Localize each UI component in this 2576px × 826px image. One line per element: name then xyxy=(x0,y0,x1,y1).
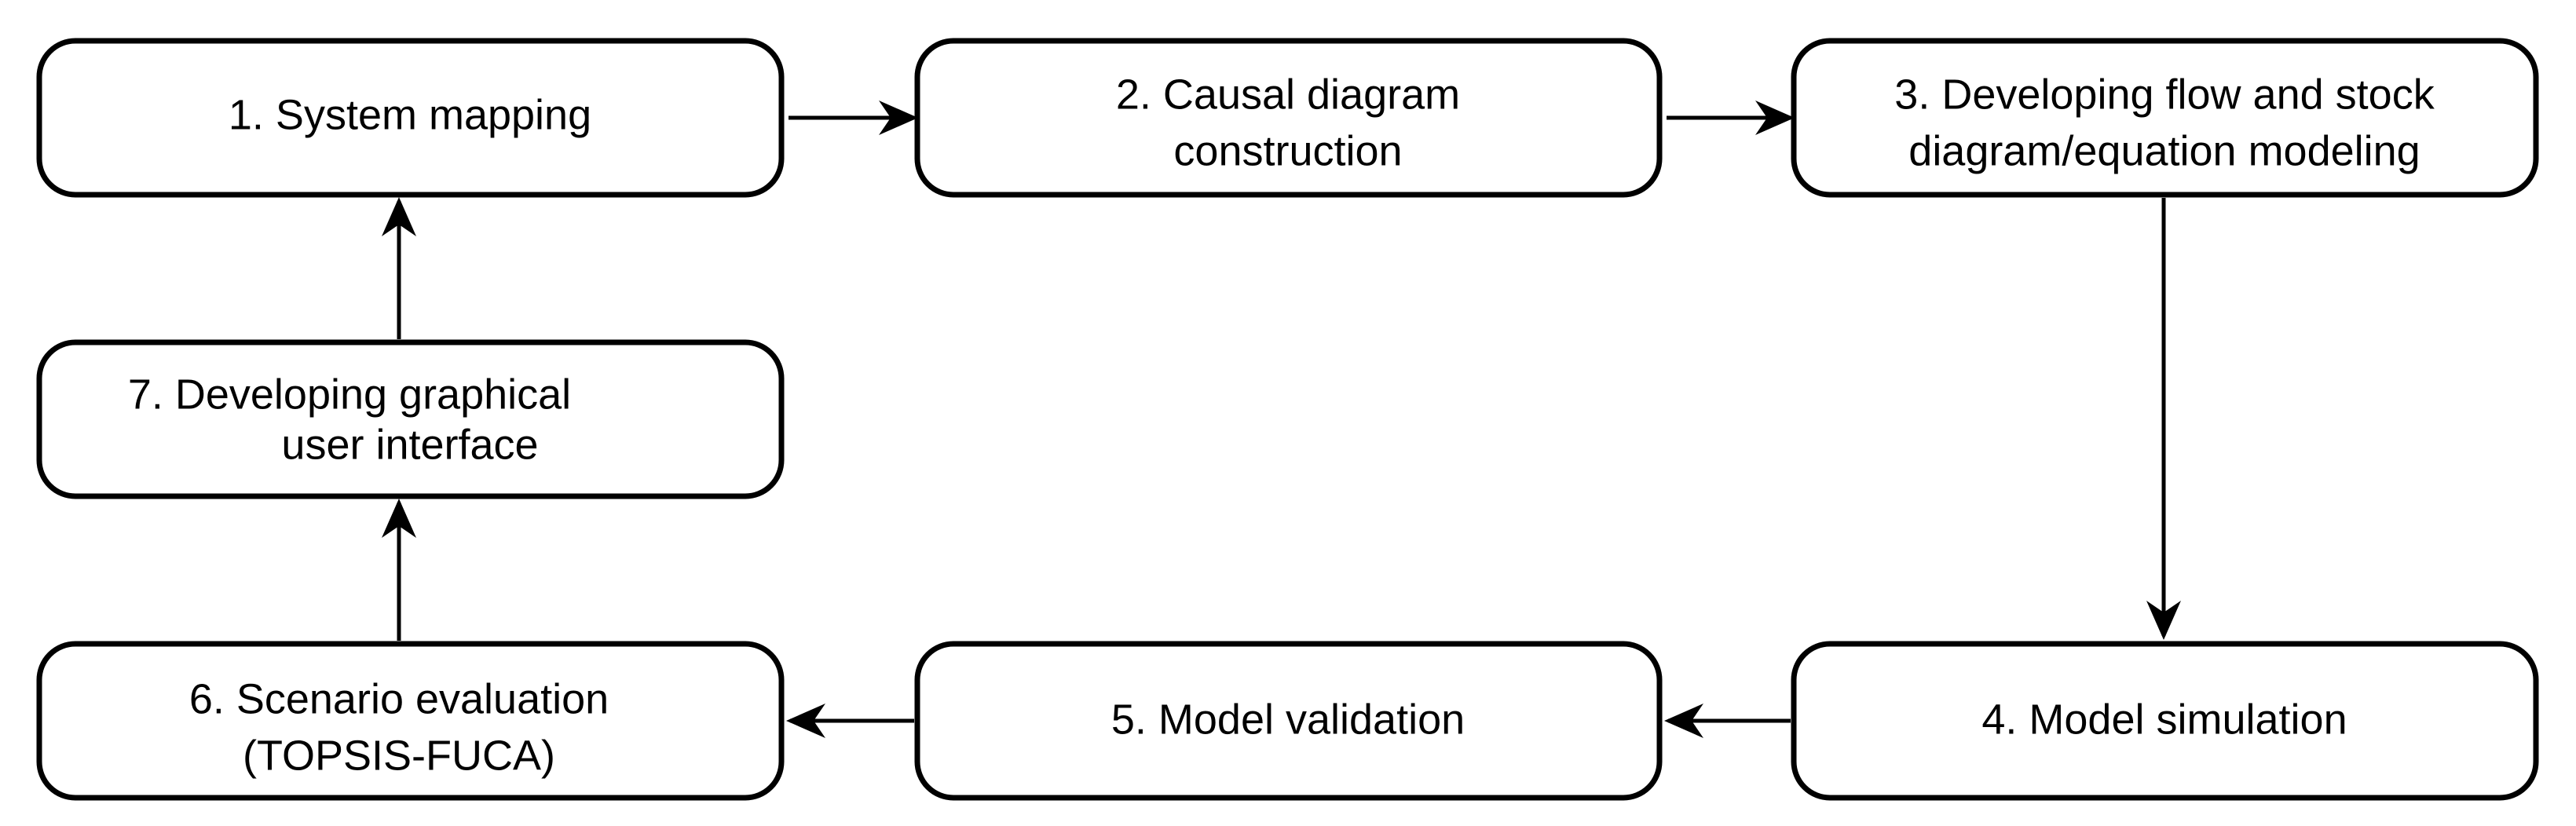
node-3-label-line-1: 3. Developing flow and stock xyxy=(1894,71,2435,118)
node-2-label-line-1: 2. Causal diagram xyxy=(1116,71,1460,118)
node-5-label: 5. Model validation xyxy=(1111,696,1465,743)
node-7-label-line-2: user interface xyxy=(281,421,538,468)
node-6-label-line-2: (TOPSIS-FUCA) xyxy=(243,732,555,779)
node-6-label-line-1: 6. Scenario evaluation xyxy=(189,675,609,722)
node-7-label-line-1: 7. Developing graphical xyxy=(128,371,571,418)
edges xyxy=(382,101,2181,738)
node-2-causal-diagram: 2. Causal diagram construction xyxy=(914,38,1663,198)
node-1-label: 1. System mapping xyxy=(229,91,591,138)
node-1-system-mapping: 1. System mapping xyxy=(36,38,785,198)
node-4-model-simulation: 4. Model simulation xyxy=(1791,641,2539,801)
node-2-label-line-2: construction xyxy=(1173,127,1402,174)
node-6-scenario-evaluation: 6. Scenario evaluation (TOPSIS-FUCA) xyxy=(36,641,785,801)
node-7-graphical-user-interface: 7. Developing graphical user interface xyxy=(36,339,785,499)
node-3-flow-and-stock: 3. Developing flow and stock diagram/equ… xyxy=(1791,38,2539,198)
node-4-label: 4. Model simulation xyxy=(1981,696,2347,743)
node-5-model-validation: 5. Model validation xyxy=(914,641,1663,801)
node-3-label-line-2: diagram/equation modeling xyxy=(1908,127,2420,174)
